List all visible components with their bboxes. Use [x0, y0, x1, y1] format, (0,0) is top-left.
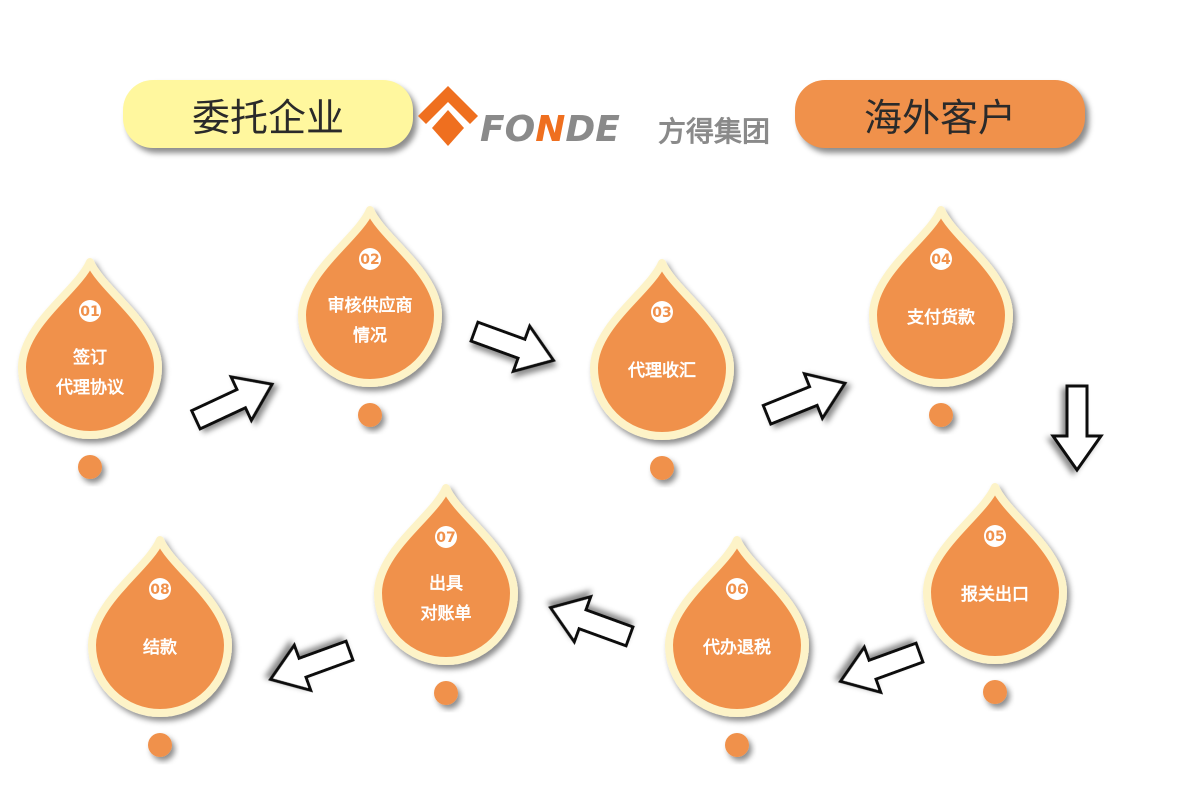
- step-number-badge: [359, 248, 381, 270]
- step-number-badge: [984, 525, 1006, 547]
- logo-text: FONDE: [480, 109, 620, 148]
- step-label: 支付货款: [907, 307, 976, 328]
- drop-shape: [298, 206, 442, 387]
- flow-arrow-icon: [548, 594, 635, 648]
- drop-shape: [374, 484, 518, 665]
- step-dot: [148, 733, 172, 757]
- drop-shape: [590, 259, 734, 440]
- step-label: 代办退税: [702, 637, 771, 658]
- step-number: 02: [360, 252, 379, 268]
- step-number-badge: [930, 248, 952, 270]
- step-label: 代理收汇: [627, 360, 696, 381]
- client-company-text: 委托企业: [191, 95, 344, 140]
- step-number-badge: [435, 526, 457, 548]
- drop-shape: [88, 536, 232, 717]
- step-dot: [434, 681, 458, 705]
- step-number: 03: [652, 305, 671, 321]
- drop-shape: [18, 258, 162, 439]
- step-label: 出具: [429, 573, 463, 594]
- step-number: 07: [436, 530, 455, 546]
- flow-arrow-icon: [469, 320, 556, 374]
- step-number: 08: [150, 582, 169, 598]
- logo-cn-text: 方得集团: [658, 115, 770, 148]
- step-number: 06: [727, 582, 746, 598]
- step-04: 04 支付货款: [869, 206, 1013, 427]
- step-number: 01: [80, 304, 99, 320]
- flow-arrow-icon: [268, 639, 355, 693]
- fonde-logo: FONDE 方得集团: [418, 86, 770, 148]
- flow-arrow-icon: [1050, 384, 1104, 473]
- step-number-badge: [79, 300, 101, 322]
- step-number-badge: [726, 578, 748, 600]
- drop-shape: [923, 483, 1067, 664]
- drop-shape: [869, 206, 1013, 387]
- step-dot: [929, 403, 953, 427]
- flow-arrow-icon: [761, 371, 848, 426]
- flow-arrow-icon: [838, 641, 925, 695]
- step-dot: [358, 403, 382, 427]
- step-06: 06 代办退税: [665, 536, 809, 757]
- step-label: 审核供应商: [328, 295, 413, 316]
- step-dot: [650, 456, 674, 480]
- step-label: 结款: [143, 637, 178, 658]
- step-number-badge: [651, 301, 673, 323]
- step-label: 报关出口: [961, 584, 1029, 605]
- client-company-label: 委托企业: [123, 80, 413, 148]
- step-dot: [78, 455, 102, 479]
- step-number: 04: [931, 252, 951, 268]
- step-label: 签订: [72, 347, 107, 368]
- overseas-customer-label: 海外客户: [795, 80, 1085, 148]
- step-label: 情况: [353, 325, 387, 346]
- step-label: 对账单: [421, 603, 472, 624]
- drop-shape: [665, 536, 809, 717]
- step-03: 03 代理收汇: [590, 259, 734, 480]
- step-08: 08 结款: [88, 536, 232, 757]
- flow-arrow-icon: [189, 374, 275, 431]
- logo-diamond-icon: [418, 86, 478, 146]
- step-dot: [983, 680, 1007, 704]
- step-05: 05 报关出口: [923, 483, 1067, 704]
- step-dot: [725, 733, 749, 757]
- step-number: 05: [985, 529, 1004, 545]
- step-number-badge: [149, 578, 171, 600]
- step-label: 代理协议: [55, 377, 125, 398]
- overseas-customer-text: 海外客户: [863, 95, 1016, 140]
